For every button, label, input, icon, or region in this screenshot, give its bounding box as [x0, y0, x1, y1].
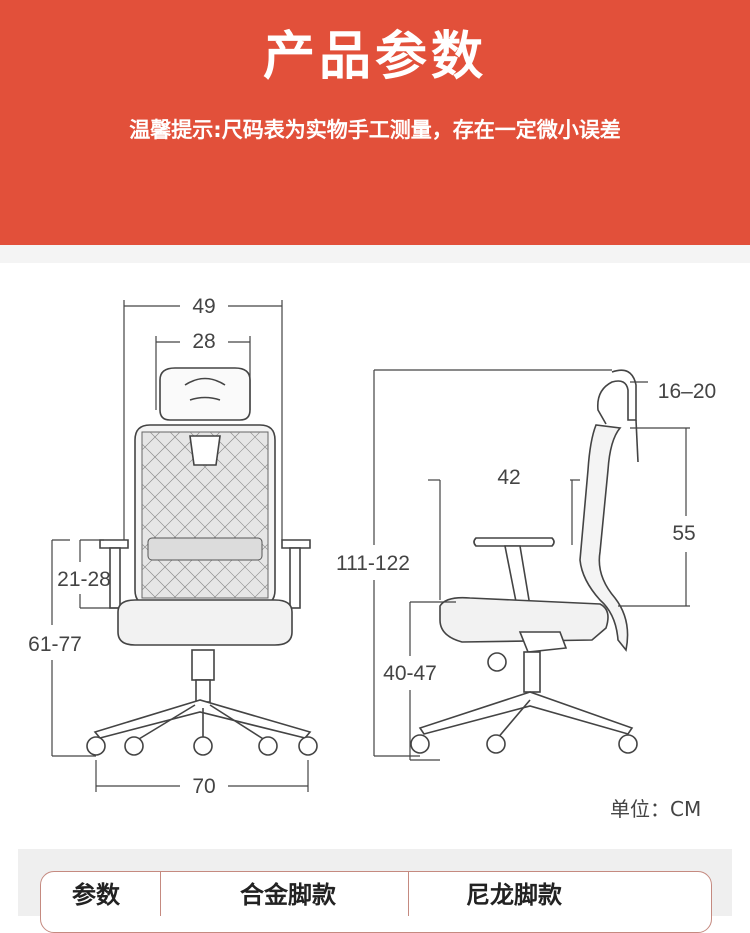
dim-arm-depth: 42 [497, 466, 520, 489]
table-header-param: 参数 [72, 881, 120, 909]
dim-seat-height-side: 40-47 [383, 662, 437, 685]
header-banner [0, 0, 750, 245]
unit-label: 单位：CM [610, 797, 702, 821]
measurement-tip: 温馨提示:尺码表为实物手工测量，存在一定微小误差 [129, 118, 621, 142]
dim-base-width: 70 [192, 775, 215, 798]
dim-back-height: 55 [672, 522, 695, 545]
table-divider [408, 872, 409, 916]
section-divider [0, 245, 750, 263]
page-title: 产品参数 [262, 27, 487, 87]
dim-total-height: 111-122 [336, 552, 410, 575]
table-header-alloy: 合金脚款 [240, 881, 336, 909]
dim-front-width: 49 [192, 295, 215, 318]
param-table [40, 871, 712, 933]
chair-dimension-drawing: 49 28 21-28 61-77 70 111-122 42 16–20 55… [28, 295, 716, 798]
table-divider [160, 872, 161, 916]
dim-headrest-width: 28 [192, 330, 215, 353]
front-view-chair [86, 367, 318, 756]
dim-headrest-adjust: 16–20 [658, 380, 716, 403]
dim-seat-height-front: 61-77 [28, 633, 82, 656]
side-view-chair [410, 369, 639, 754]
dim-armrest-height: 21-28 [57, 568, 111, 591]
table-header-nylon: 尼龙脚款 [466, 881, 562, 909]
